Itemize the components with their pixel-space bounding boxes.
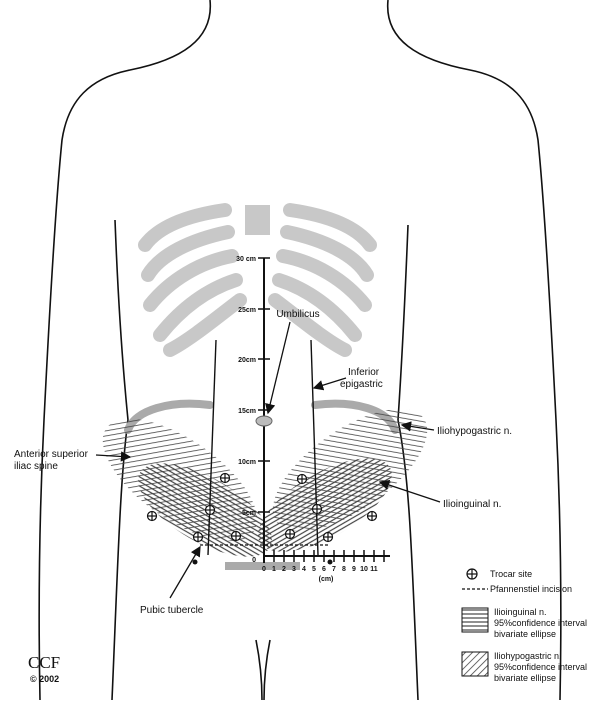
legend-iliohypogastric-2: 95%confidence interval bbox=[494, 662, 587, 672]
right-pubic-tubercle bbox=[327, 559, 333, 565]
htick-9: 9 bbox=[352, 566, 356, 573]
leader-lines bbox=[95, 321, 441, 599]
htick-2: 2 bbox=[282, 566, 286, 573]
umbilicus bbox=[255, 415, 273, 427]
htick-7: 7 bbox=[332, 566, 336, 573]
vtick-25: 25cm bbox=[238, 307, 256, 314]
trocar-sites bbox=[146, 472, 378, 543]
label-asis-2: iliac spine bbox=[14, 461, 58, 472]
htick-11: 11 bbox=[370, 566, 378, 573]
rib-cage bbox=[138, 203, 377, 357]
label-pubic-tubercle: Pubic tubercle bbox=[140, 605, 204, 616]
label-umbilicus: Umbilicus bbox=[276, 309, 319, 320]
legend-pfannenstiel-label: Pfannenstiel incision bbox=[490, 584, 572, 594]
label-inferior-epigastric-1: Inferior bbox=[348, 367, 380, 378]
label-ilioinguinal: Ilioinguinal n. bbox=[443, 499, 501, 510]
htick-8: 8 bbox=[342, 566, 346, 573]
left-epigastric-line bbox=[207, 339, 217, 556]
trocar-icon bbox=[296, 473, 308, 485]
legend-iliohypogastric-3: bivariate ellipse bbox=[494, 673, 556, 683]
vtick-10: 10cm bbox=[238, 459, 256, 466]
vtick-5: 5cm bbox=[242, 510, 256, 517]
htick-3: 3 bbox=[292, 566, 296, 573]
htick-6: 6 bbox=[322, 566, 326, 573]
legend: Trocar site Pfannenstiel incision Ilioin… bbox=[461, 568, 587, 683]
left-pubic-tubercle bbox=[192, 559, 198, 565]
legend-iliohypogastric-1: Iliohypogastric n. bbox=[494, 651, 562, 661]
htick-1: 1 bbox=[272, 566, 276, 573]
trocar-icon bbox=[284, 528, 296, 540]
right-ilioinguinal-ellipse bbox=[258, 458, 392, 552]
horizontal-ticks bbox=[263, 550, 385, 562]
trocar-icon bbox=[204, 504, 216, 516]
right-epigastric-line bbox=[310, 339, 319, 556]
body-outline bbox=[38, 0, 562, 701]
legend-trocar-label: Trocar site bbox=[490, 569, 532, 579]
label-inferior-epigastric-2: epigastric bbox=[340, 379, 383, 390]
htick-4: 4 bbox=[302, 566, 306, 573]
trocar-icon bbox=[230, 530, 242, 542]
label-iliohypogastric: Iliohypogastric n. bbox=[437, 426, 512, 437]
vtick-30: 30 cm bbox=[236, 256, 256, 263]
vtick-15: 15cm bbox=[238, 408, 256, 415]
vtick-0: 0 bbox=[252, 557, 256, 564]
copyright-year: © 2002 bbox=[30, 674, 59, 684]
legend-ilioinguinal-1: Ilioinguinal n. bbox=[494, 607, 547, 617]
vertical-ticks bbox=[258, 257, 270, 513]
hscale-unit: (cm) bbox=[319, 576, 334, 583]
vtick-20: 20cm bbox=[238, 357, 256, 364]
trocar-icon bbox=[366, 510, 378, 522]
htick-10: 10 bbox=[360, 566, 368, 573]
trocar-icon bbox=[219, 472, 231, 484]
legend-trocar-icon bbox=[466, 568, 478, 580]
legend-ilioinguinal-2: 95%confidence interval bbox=[494, 618, 587, 628]
legend-iliohypogastric-swatch bbox=[461, 651, 489, 677]
ccf-logo: CCF bbox=[28, 653, 60, 672]
htick-0: 0 bbox=[262, 566, 266, 573]
legend-ilioinguinal-swatch bbox=[461, 607, 489, 633]
trocar-icon bbox=[146, 510, 158, 522]
htick-5: 5 bbox=[312, 566, 316, 573]
trocar-icon bbox=[192, 531, 204, 543]
legend-ilioinguinal-3: bivariate ellipse bbox=[494, 629, 556, 639]
trocar-icon bbox=[322, 531, 334, 543]
label-asis-1: Anterior superior bbox=[14, 449, 89, 460]
trocar-icon bbox=[311, 503, 323, 515]
